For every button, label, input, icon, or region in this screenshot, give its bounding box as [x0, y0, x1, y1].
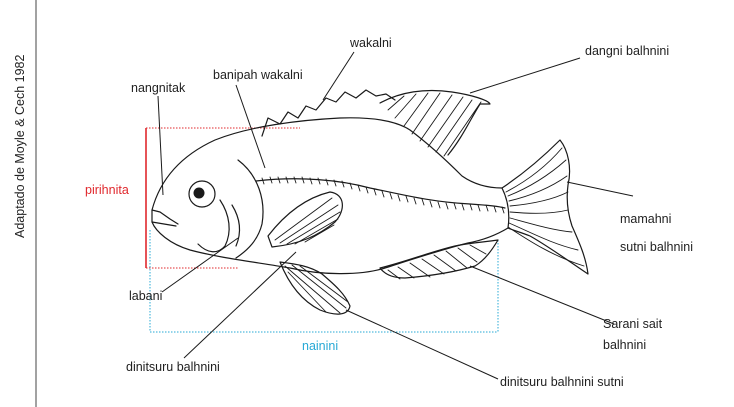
label-nangnitak: nangnitak — [131, 81, 186, 95]
label-labani: labani — [129, 289, 162, 303]
leader-lines — [158, 52, 633, 379]
lateral-line-ticks — [262, 177, 504, 213]
eye-pupil — [194, 188, 205, 199]
label-mamahni-line1: mamahni — [620, 212, 671, 226]
fish-drawing — [152, 90, 588, 314]
preoperculum — [198, 200, 229, 252]
caudal-fin — [502, 140, 588, 274]
pelvic-fin — [280, 262, 350, 314]
label-nainini: nainini — [302, 339, 338, 353]
gill-cover — [236, 160, 263, 258]
label-dinitsuru-balhnini: dinitsuru balhnini — [126, 360, 220, 374]
label-sarani-line1: Sarani sait — [603, 317, 663, 331]
label-sarani-line2: balhnini — [603, 338, 646, 352]
spiny-dorsal-fin — [262, 90, 395, 136]
mouth — [152, 210, 178, 226]
soft-dorsal-rays — [388, 93, 481, 156]
label-pirihnita: pirihnita — [85, 183, 129, 197]
label-banipah-wakalni: banipah wakalni — [213, 68, 303, 82]
pectoral-fin — [268, 192, 342, 247]
lateral-line — [256, 179, 505, 208]
caudal-rays — [506, 148, 584, 266]
label-dinitsuru-balhnini-sutni: dinitsuru balhnini sutni — [500, 375, 624, 389]
credit-text: Adaptado de Moyle & Cech 1982 — [13, 54, 27, 238]
length-bracket — [150, 230, 498, 332]
label-mamahni-line2: sutni balhnini — [620, 240, 693, 254]
label-dangni-balhnini: dangni balhnini — [585, 44, 669, 58]
label-wakalni: wakalni — [349, 36, 392, 50]
